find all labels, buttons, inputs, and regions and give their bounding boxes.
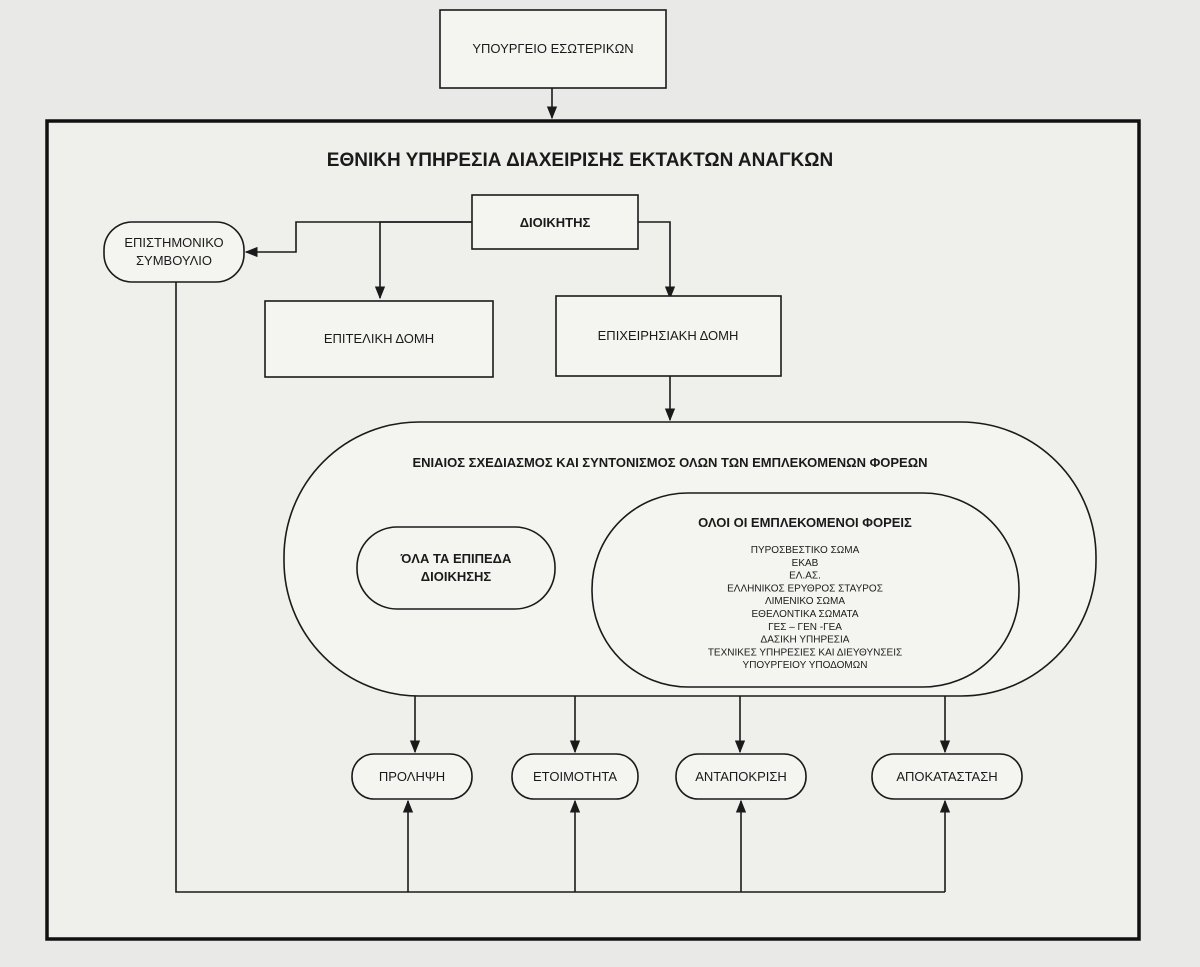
council-feedback-line [175,282,945,893]
agency-item: ΥΠΟΥΡΓΕΙΟΥ ΥΠΟΔΟΜΩΝ [743,660,868,671]
agency-item: ΔΑΣΙΚΗ ΥΠΗΡΕΣΙΑ [761,635,850,646]
scientific-council-line-2: ΣΥΜΒΟΥΛΙΟ [136,253,212,268]
coordination-label: ΕΝΙΑΙΟΣ ΣΧΕΔΙΑΣΜΟΣ ΚΑΙ ΣΥΝΤΟΝΙΣΜΟΣ ΟΛΩΝ … [412,455,927,470]
phase-prevention-box [351,753,473,800]
arrow-director-to-staff [374,221,472,300]
agency-item: ΕΚΑΒ [792,558,819,569]
agency-item: ΕΛΛΗΝΙΚΟΣ ΕΡΥΘΡΟΣ ΣΤΑΥΡΟΣ [727,583,883,594]
ministry-label: ΥΠΟΥΡΓΕΙΟ ΕΣΩΤΕΡΙΚΩΝ [472,41,633,56]
phase-response-label: ΑΝΤΑΠΟΚΡΙΣΗ [695,769,787,784]
phase-recovery-label: ΑΠΟΚΑΤΑΣΤΑΣΗ [896,769,997,784]
scientific-council-line-1: ΕΠΙΣΤΗΜΟΝΙΚΟ [124,235,223,250]
scientific-council-box [103,221,245,283]
agencies-title: ΟΛΟΙ ΟΙ ΕΜΠΛΕΚΟΜΕΝΟΙ ΦΟΡΕΙΣ [698,515,912,530]
ministry-box [439,9,667,89]
admin-levels-line-2: ΔΙΟΙΚΗΣΗΣ [421,569,492,584]
phase-response-box [675,753,807,800]
agency-item: ΠΥΡΟΣΒΕΣΤΙΚΟ ΣΩΜΑ [751,545,860,556]
staff-structure-box [264,300,494,378]
operational-structure-label: ΕΠΙΧΕΙΡΗΣΙΑΚΗ ΔΟΜΗ [598,328,739,343]
phase-preparedness-label: ΕΤΟΙΜΟΤΗΤΑ [533,769,617,784]
phase-recovery-box [871,753,1023,800]
admin-levels-box [356,526,556,610]
arrow-director-to-operational [638,221,676,300]
agencies-list: ΠΥΡΟΣΒΕΣΤΙΚΟ ΣΩΜΑ ΕΚΑΒ ΕΛ.ΑΣ.ΕΛΛΗΝΙΚΟΣ ΕΡΥ… [708,545,902,671]
phase-preparedness-box [511,753,639,800]
agency-item: ΤΕΧΝΙΚΕΣ ΥΠΗΡΕΣΙΕΣ ΚΑΙ ΔΙΕΥΘΥΝΣΕΙΣ [708,647,902,658]
director-label: ΔΙΟΙΚΗΤΗΣ [520,215,591,230]
service-title: ΕΘΝΙΚΗ ΥΠΗΡΕΣΙΑ ΔΙΑΧΕΙΡΙΣΗΣ ΕΚΤΑΚΤΩΝ ΑΝΑ… [327,150,833,171]
agency-item: ΛΙΜΕΝΙΚΟ ΣΩΜΑ [765,596,845,607]
agency-item: ΕΛ.ΑΣ. [789,571,821,582]
admin-levels-line-1: ΌΛΑ ΤΑ ΕΠΙΠΕΔΑ [400,551,512,566]
staff-structure-label: ΕΠΙΤΕΛΙΚΗ ΔΟΜΗ [324,331,434,346]
agencies-box [591,492,1020,688]
operational-structure-box [555,295,782,377]
agency-item: ΓΕΣ – ΓΕΝ -ΓΕΑ [768,622,842,633]
phase-prevention-label: ΠΡΟΛΗΨΗ [379,769,445,784]
director-box [471,194,639,250]
agency-item: ΕΘΕΛΟΝΤΙΚΑ ΣΩΜΑΤΑ [752,609,859,620]
